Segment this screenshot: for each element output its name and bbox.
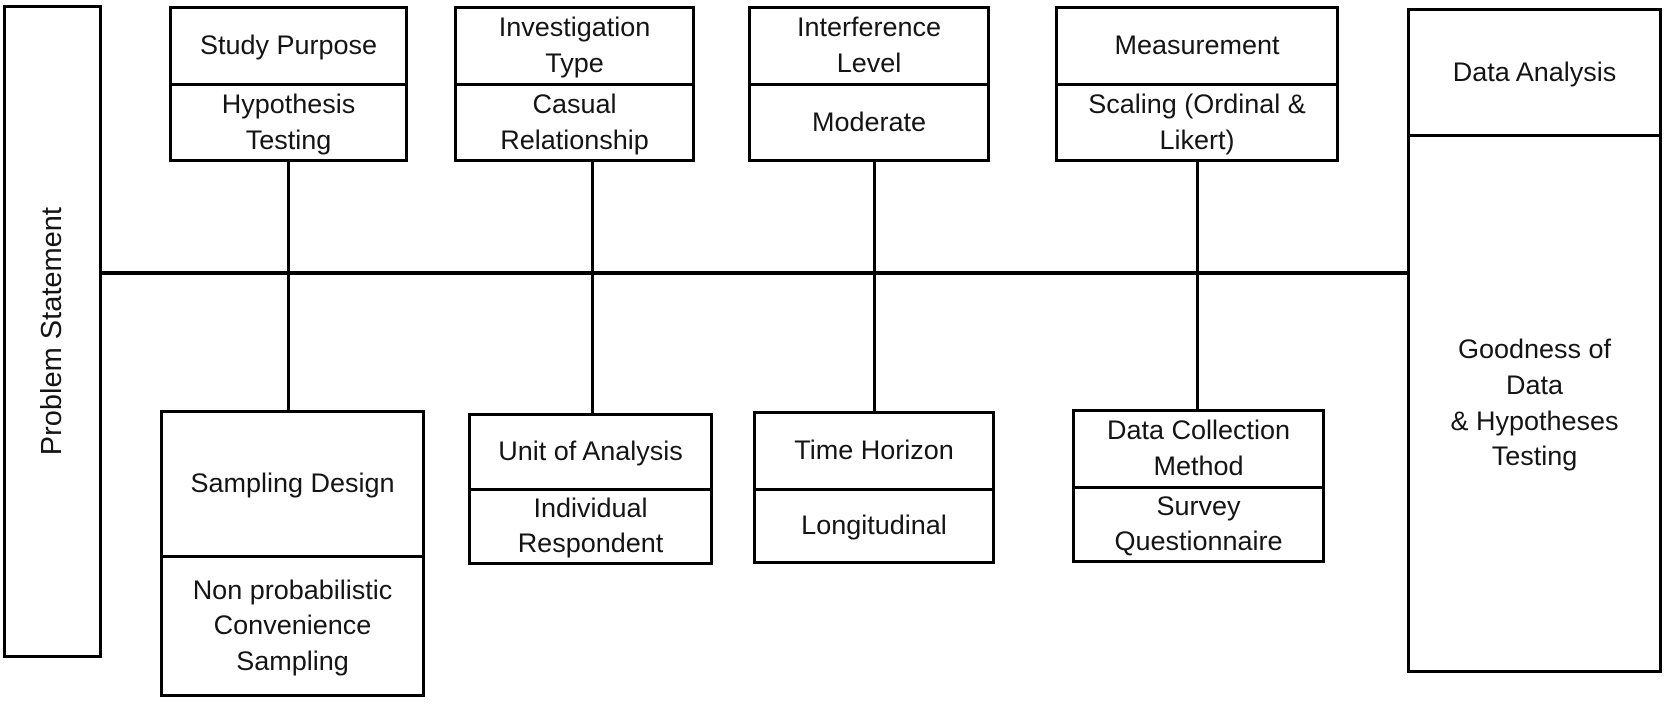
study-purpose-value: Hypothesis Testing [221, 88, 356, 155]
trunk-connector-line [102, 271, 1407, 275]
box-measurement: Measurement Scaling (Ordinal & Likert) [1055, 6, 1339, 162]
box-unit-of-analysis: Unit of Analysis Individual Respondent [468, 413, 713, 565]
time-horizon-title: Time Horizon [756, 414, 992, 491]
connector-interference-level-time-horizon [873, 162, 876, 411]
box-data-analysis: Data Analysis Goodness of Data & Hypothe… [1407, 8, 1662, 673]
unit-of-analysis-title: Unit of Analysis [471, 416, 710, 491]
connector-investigation-type-unit-of-analysis [591, 162, 594, 413]
data-analysis-value: Goodness of Data & Hypotheses Testing [1450, 334, 1619, 472]
box-interference-level: Interference Level Moderate [748, 6, 990, 162]
sampling-design-value: Non probabilistic Convenience Sampling [192, 574, 393, 676]
time-horizon-value: Longitudinal [801, 510, 947, 541]
interference-level-title: Interference Level [751, 9, 987, 86]
data-collection-method-title: Data Collection Method [1075, 412, 1322, 489]
study-purpose-title: Study Purpose [172, 9, 405, 86]
problem-statement-label: Problem Statement [36, 207, 68, 456]
data-analysis-title: Data Analysis [1410, 11, 1659, 137]
connector-measurement-data-collection [1196, 162, 1199, 409]
unit-of-analysis-value: Individual Respondent [517, 492, 664, 559]
measurement-title: Measurement [1058, 9, 1336, 86]
investigation-type-title: Investigation Type [457, 9, 692, 86]
box-problem-statement: Problem Statement [3, 5, 102, 658]
connector-study-purpose-sampling-design [287, 162, 290, 410]
box-time-horizon: Time Horizon Longitudinal [753, 411, 995, 564]
box-sampling-design: Sampling Design Non probabilistic Conven… [160, 410, 425, 697]
box-study-purpose: Study Purpose Hypothesis Testing [169, 6, 408, 162]
interference-level-value: Moderate [811, 106, 927, 137]
data-collection-method-value: Survey Questionnaire [1114, 490, 1283, 557]
box-investigation-type: Investigation Type Casual Relationship [454, 6, 695, 162]
box-data-collection-method: Data Collection Method Survey Questionna… [1072, 409, 1325, 563]
sampling-design-title: Sampling Design [163, 413, 422, 558]
measurement-value: Scaling (Ordinal & Likert) [1088, 88, 1306, 155]
investigation-type-value: Casual Relationship [500, 88, 649, 155]
